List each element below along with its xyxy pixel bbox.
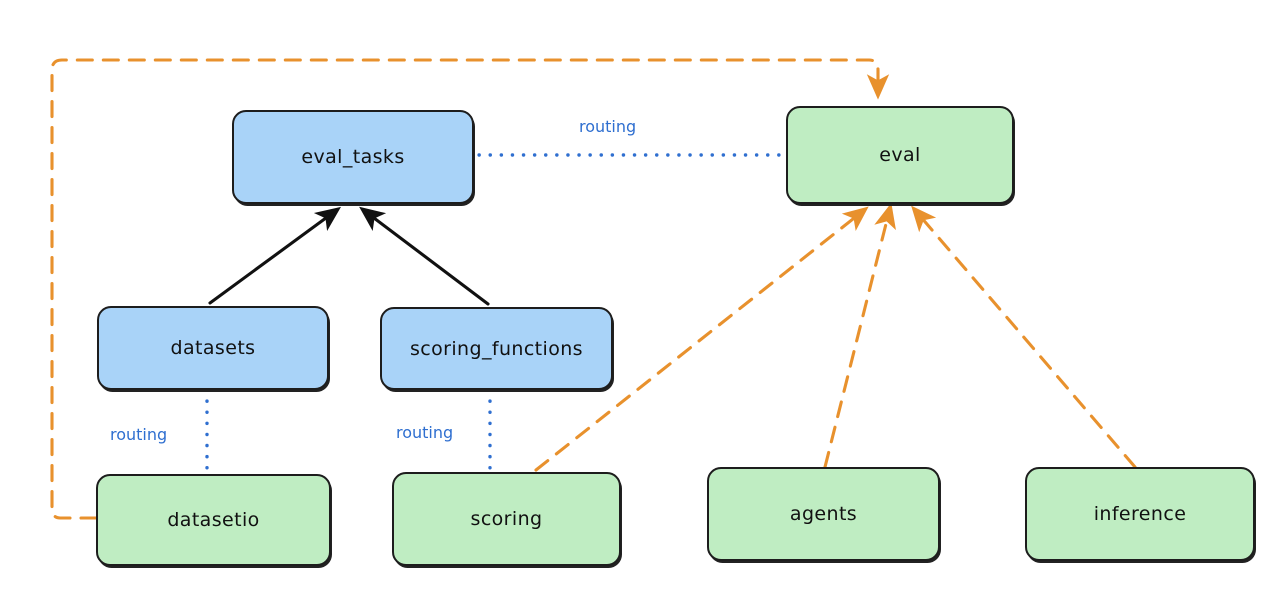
node-eval-tasks[interactable]: eval_tasks — [232, 110, 474, 204]
node-label: inference — [1093, 503, 1187, 525]
node-label: eval — [879, 144, 921, 166]
node-scoring-functions[interactable]: scoring_functions — [380, 307, 613, 390]
node-label: agents — [789, 503, 858, 525]
edge-label-routing-scoring-functions: routing — [396, 423, 454, 442]
node-label: eval_tasks — [301, 146, 405, 168]
edge-scoring-eval — [534, 206, 869, 472]
edge-scoring_functions-eval_tasks — [359, 206, 490, 306]
node-label: datasetio — [167, 509, 260, 531]
node-inference[interactable]: inference — [1025, 467, 1255, 561]
node-scoring[interactable]: scoring — [392, 472, 621, 566]
edge-inference-eval — [911, 205, 1137, 469]
node-datasetio[interactable]: datasetio — [96, 474, 331, 566]
edge-datasetio-eval — [50, 58, 890, 520]
node-label: scoring — [470, 508, 543, 530]
node-agents[interactable]: agents — [707, 467, 940, 561]
edge-datasets-eval_tasks — [208, 206, 341, 305]
edge-agents-eval — [823, 202, 896, 469]
node-label: datasets — [170, 337, 256, 359]
node-eval[interactable]: eval — [786, 106, 1014, 204]
node-datasets[interactable]: datasets — [97, 306, 329, 390]
edge-label-routing-eval-tasks: routing — [579, 117, 637, 136]
edge-label-routing-datasets: routing — [110, 425, 168, 444]
node-label: scoring_functions — [410, 337, 583, 360]
